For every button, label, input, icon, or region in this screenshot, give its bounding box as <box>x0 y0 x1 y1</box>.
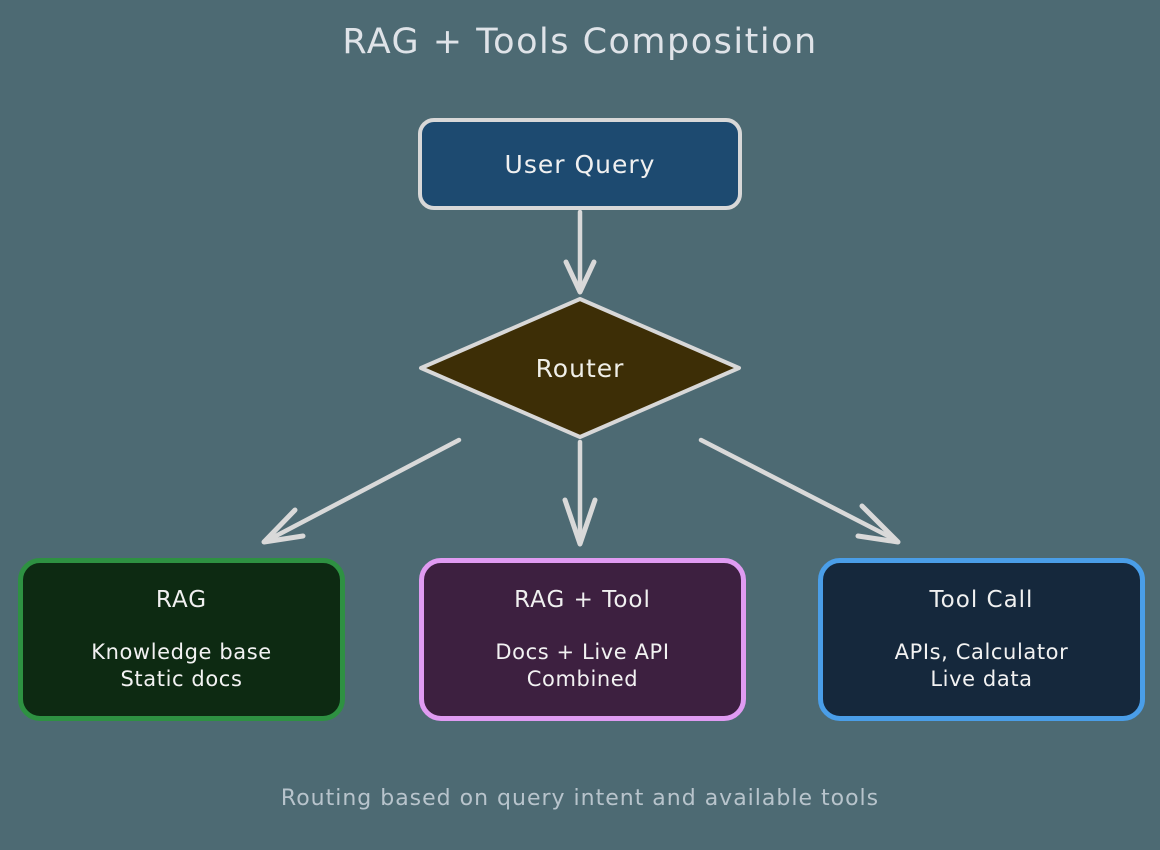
node-rag-tool[interactable]: RAG + Tool Docs + Live API Combined <box>419 558 746 721</box>
node-router-label: Router <box>535 353 625 383</box>
node-rag-title: RAG <box>155 586 208 613</box>
node-tool-call-line1: APIs, Calculator <box>894 639 1069 664</box>
node-rag[interactable]: RAG Knowledge base Static docs <box>18 558 345 721</box>
edge-user-query-to-router <box>563 209 597 295</box>
node-tool-call-title: Tool Call <box>929 586 1034 613</box>
node-rag-line2: Static docs <box>120 666 243 691</box>
node-rag-tool-line2: Combined <box>526 666 639 691</box>
node-user-query-label: User Query <box>504 149 656 179</box>
edge-router-to-rag-tool <box>562 439 598 547</box>
node-tool-call-line2: Live data <box>930 666 1033 691</box>
node-rag-tool-title: RAG + Tool <box>514 586 651 613</box>
node-rag-line1: Knowledge base <box>91 639 272 664</box>
page-title: RAG + Tools Composition <box>342 22 818 62</box>
node-tool-call[interactable]: Tool Call APIs, Calculator Live data <box>818 558 1145 721</box>
edge-router-to-tool-call <box>698 437 901 545</box>
router-diamond-shape <box>419 297 741 439</box>
diagram-caption: Routing based on query intent and availa… <box>280 786 880 811</box>
node-user-query[interactable]: User Query <box>418 118 742 210</box>
node-router[interactable]: Router <box>418 296 742 440</box>
node-rag-tool-line1: Docs + Live API <box>495 639 670 664</box>
edge-router-to-rag <box>261 437 462 545</box>
